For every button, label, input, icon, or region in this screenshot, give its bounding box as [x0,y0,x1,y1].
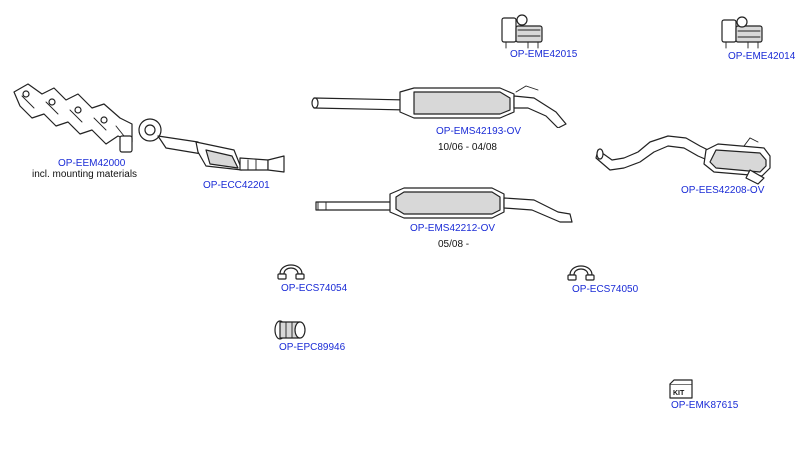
mounting-kit-icon[interactable]: KIT [668,378,694,400]
pipe-clamp-icon[interactable] [276,256,306,282]
part-note-manifold: incl. mounting materials [32,169,138,180]
catalytic-converter-icon[interactable] [136,116,288,182]
part-code-middle-top[interactable]: OP-EMS42193-OV [436,126,522,137]
part-code-catalyst[interactable]: OP-ECC42201 [203,180,270,191]
part-code-mount-kit[interactable]: OP-EMK87615 [671,400,739,411]
part-code-clamp-left[interactable]: OP-ECS74054 [281,283,348,294]
middle-silencer-icon[interactable] [312,182,580,224]
part-code-mount-right[interactable]: OP-EME42014 [728,51,796,62]
middle-silencer-icon[interactable] [310,82,580,128]
part-note-middle-top: 10/06 - 04/08 [438,142,497,153]
part-code-middle-bottom[interactable]: OP-EMS42212-OV [410,223,496,234]
part-code-clamp-right[interactable]: OP-ECS74050 [572,284,639,295]
part-note-middle-bottom: 05/08 - [438,239,470,250]
part-code-connector[interactable]: OP-EPC89946 [279,342,346,353]
pipe-clamp-icon[interactable] [566,257,596,283]
exhaust-manifold-icon[interactable] [8,80,140,158]
part-code-mount-left[interactable]: OP-EME42015 [510,49,578,60]
rubber-mount-icon[interactable] [718,14,768,50]
pipe-connector-icon[interactable] [272,318,308,342]
kit-label: KIT [673,390,685,397]
rubber-mount-icon[interactable] [498,12,548,50]
part-code-rear-silencer[interactable]: OP-EES42208-OV [681,185,765,196]
part-code-manifold[interactable]: OP-EEM42000 [58,158,126,169]
rear-silencer-icon[interactable] [594,128,780,186]
